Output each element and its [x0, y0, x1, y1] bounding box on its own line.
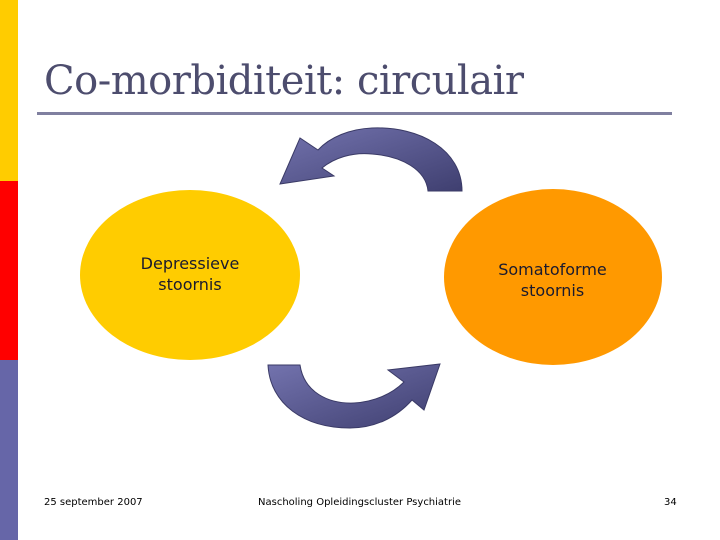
footer-page-number: 34 — [664, 497, 677, 508]
bottom-curved-arrow-icon — [267, 363, 441, 429]
node-label-depressieve: Depressieve stoornis — [140, 254, 240, 294]
sidebar-red-band — [0, 181, 18, 360]
footer-presentation-name: Nascholing Opleidingscluster Psychiatrie — [258, 497, 462, 508]
sidebar-blue-band — [0, 360, 18, 540]
footer-date: 25 september 2007 — [44, 497, 143, 508]
slide-title: Co-morbiditeit: circulair — [44, 58, 524, 104]
node-depressieve-stoornis — [80, 190, 300, 360]
top-curved-arrow-icon — [279, 127, 463, 192]
node-somatoforme-stoornis — [444, 189, 662, 365]
title-underline — [37, 112, 672, 115]
node-label-somatoforme: Somatoforme stoornis — [498, 260, 607, 300]
sidebar-yellow-band — [0, 0, 18, 181]
